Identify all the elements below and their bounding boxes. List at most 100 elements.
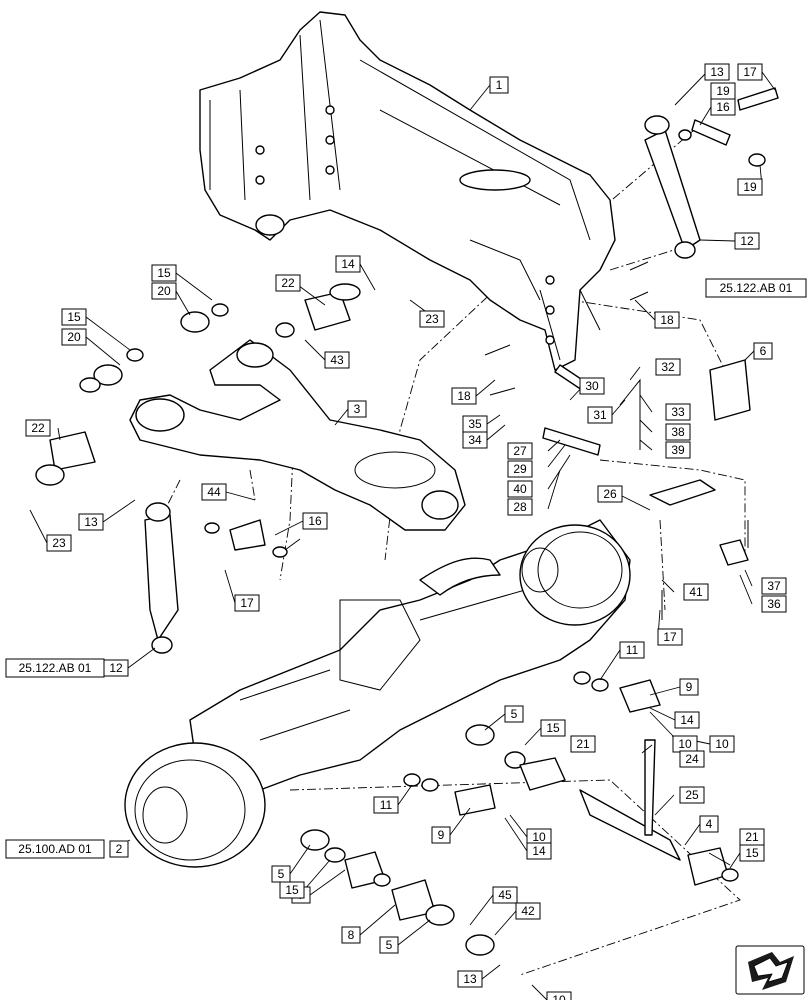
reference-25-122-ab-01-left[interactable]: 25.122.AB 01 [5, 658, 105, 678]
callout-14c[interactable]: 14 [526, 842, 552, 860]
reference-text: 25.100.AD 01 [18, 842, 92, 856]
callout-12b-text: 12 [109, 661, 123, 675]
callout-10a[interactable]: 10 [672, 735, 698, 753]
callout-5a[interactable]: 5 [504, 705, 524, 723]
callout-45[interactable]: 45 [492, 886, 518, 904]
callout-22b-text: 22 [31, 421, 45, 435]
callout-15c[interactable]: 15 [540, 719, 566, 737]
callout-17b-text: 17 [240, 596, 254, 610]
steering-cylinder-right [644, 115, 701, 259]
callout-10c[interactable]: 10 [546, 991, 572, 1000]
callout-37[interactable]: 37 [761, 577, 787, 595]
callout-36[interactable]: 36 [761, 595, 787, 613]
callout-26[interactable]: 26 [597, 485, 623, 503]
callout-5c[interactable]: 5 [379, 936, 399, 954]
callout-12b[interactable]: 12 [103, 659, 129, 677]
callout-18a[interactable]: 18 [654, 311, 680, 329]
callout-14b[interactable]: 14 [674, 711, 700, 729]
callout-25[interactable]: 25 [679, 786, 705, 804]
callout-11b[interactable]: 11 [373, 796, 399, 814]
callout-2[interactable]: 2 [109, 840, 129, 858]
callout-6[interactable]: 6 [753, 342, 773, 360]
callout-14a[interactable]: 14 [335, 255, 361, 273]
callout-15a[interactable]: 15 [151, 264, 177, 282]
callout-27[interactable]: 27 [507, 442, 533, 460]
callout-5b[interactable]: 5 [271, 865, 291, 883]
callout-16b[interactable]: 16 [302, 512, 328, 530]
callout-11a[interactable]: 11 [619, 641, 645, 659]
callout-15c-text: 15 [546, 721, 560, 735]
callout-10d[interactable]: 10 [709, 735, 735, 753]
callout-22a[interactable]: 22 [275, 274, 301, 292]
callout-labels: 1 2 3 4 5 5 5 6 7 8 9 9 10 10 10 10 11 1… [25, 63, 787, 1000]
callout-42[interactable]: 42 [515, 902, 541, 920]
callout-17c[interactable]: 17 [657, 628, 683, 646]
callout-1[interactable]: 1 [489, 76, 509, 94]
callout-15e[interactable]: 15 [739, 844, 765, 862]
callout-15d[interactable]: 15 [279, 881, 305, 899]
callout-21a[interactable]: 21 [570, 735, 596, 753]
callout-24[interactable]: 24 [679, 750, 705, 768]
callout-20b[interactable]: 20 [61, 328, 87, 346]
callout-33[interactable]: 33 [665, 403, 691, 421]
callout-17a[interactable]: 17 [737, 63, 763, 81]
callout-20a-text: 20 [157, 284, 171, 298]
callout-22b[interactable]: 22 [25, 419, 51, 437]
callout-19a[interactable]: 19 [737, 178, 763, 196]
next-page-arrow-icon[interactable] [735, 945, 805, 995]
callout-24-text: 24 [685, 752, 699, 766]
callout-15b-text: 15 [67, 310, 81, 324]
callout-42-text: 42 [521, 904, 535, 918]
callout-8[interactable]: 8 [341, 926, 361, 944]
callout-23b[interactable]: 23 [46, 534, 72, 552]
callout-16a-text: 16 [716, 100, 730, 114]
reference-text: 25.122.AB 01 [19, 661, 92, 675]
callout-19b[interactable]: 19 [710, 82, 736, 100]
callout-28[interactable]: 28 [507, 498, 533, 516]
callout-13c[interactable]: 13 [457, 970, 483, 988]
callout-38-text: 38 [671, 425, 685, 439]
callout-9a[interactable]: 9 [679, 678, 699, 696]
callout-4[interactable]: 4 [699, 815, 719, 833]
callout-32-text: 32 [661, 360, 675, 374]
reference-25-122-ab-01-right[interactable]: 25.122.AB 01 [705, 278, 807, 298]
callout-11a-text: 11 [626, 643, 639, 657]
callout-23a[interactable]: 23 [419, 310, 445, 328]
callout-39[interactable]: 39 [665, 441, 691, 459]
callout-15b[interactable]: 15 [61, 308, 87, 326]
callout-13b[interactable]: 13 [78, 513, 104, 531]
callout-15e-text: 15 [745, 846, 759, 860]
callout-16a[interactable]: 16 [710, 98, 736, 116]
callout-4-text: 4 [706, 817, 713, 831]
assembly-lines [159, 124, 746, 976]
callout-34[interactable]: 34 [462, 431, 488, 449]
callout-12a[interactable]: 12 [734, 232, 760, 250]
callout-17b[interactable]: 17 [234, 594, 260, 612]
callout-32[interactable]: 32 [655, 358, 681, 376]
callout-35[interactable]: 35 [462, 415, 488, 433]
callout-41[interactable]: 41 [683, 583, 709, 601]
reference-25-100-ad-01[interactable]: 25.100.AD 01 [5, 839, 105, 859]
callout-29[interactable]: 29 [507, 460, 533, 478]
callout-20a[interactable]: 20 [151, 282, 177, 300]
callout-44[interactable]: 44 [201, 483, 227, 501]
leader-lines [29, 71, 776, 1000]
callout-11b-text: 11 [380, 798, 393, 812]
callout-40[interactable]: 40 [507, 480, 533, 498]
callout-16b-text: 16 [308, 514, 322, 528]
callout-38[interactable]: 38 [665, 423, 691, 441]
callout-13a[interactable]: 13 [704, 63, 730, 81]
callout-18b[interactable]: 18 [451, 387, 477, 405]
callout-31[interactable]: 31 [587, 406, 613, 424]
callout-43[interactable]: 43 [324, 351, 350, 369]
callout-36-text: 36 [767, 597, 781, 611]
callout-10b[interactable]: 10 [526, 828, 552, 846]
steering-cylinder-left [144, 502, 179, 654]
callout-3[interactable]: 3 [347, 400, 367, 418]
callout-30[interactable]: 30 [579, 377, 605, 395]
callout-21b[interactable]: 21 [739, 828, 765, 846]
callout-41-text: 41 [689, 585, 703, 599]
callout-13b-text: 13 [84, 515, 98, 529]
callout-9b[interactable]: 9 [431, 826, 451, 844]
